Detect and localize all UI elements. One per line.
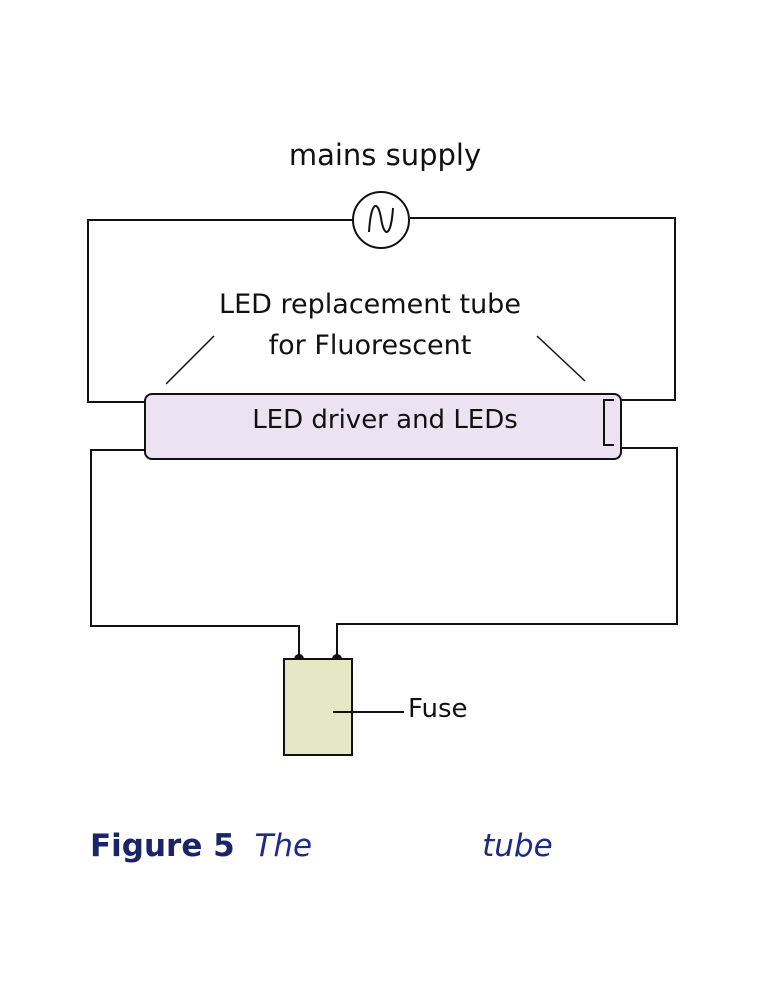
caption-text-start: The <box>254 828 313 864</box>
pointer-line-right <box>536 335 586 382</box>
figure-caption: Figure 5 The tube <box>90 828 553 864</box>
tube-end-cap-right <box>603 399 614 446</box>
wire-top-right <box>410 217 676 401</box>
ac-source-icon <box>352 191 410 249</box>
caption-text-end: tube <box>482 828 553 864</box>
tube-label-line2: for Fluorescent <box>268 330 472 361</box>
wire-bottom-right <box>336 447 678 657</box>
figure-number: Figure 5 <box>90 828 235 864</box>
pointer-line-left <box>165 335 215 385</box>
tube-inner-label: LED driver and LEDs <box>252 405 518 435</box>
mains-supply-label: mains supply <box>288 138 482 172</box>
tube-label-line1: LED replacement tube <box>219 289 521 320</box>
led-tube <box>144 393 622 460</box>
fuse-label: Fuse <box>408 694 468 724</box>
tube-label: LED replacement tube for Fluorescent <box>0 284 740 366</box>
wire-top-left <box>87 219 352 403</box>
wire-bottom-left <box>90 449 300 657</box>
fuse <box>283 654 404 756</box>
